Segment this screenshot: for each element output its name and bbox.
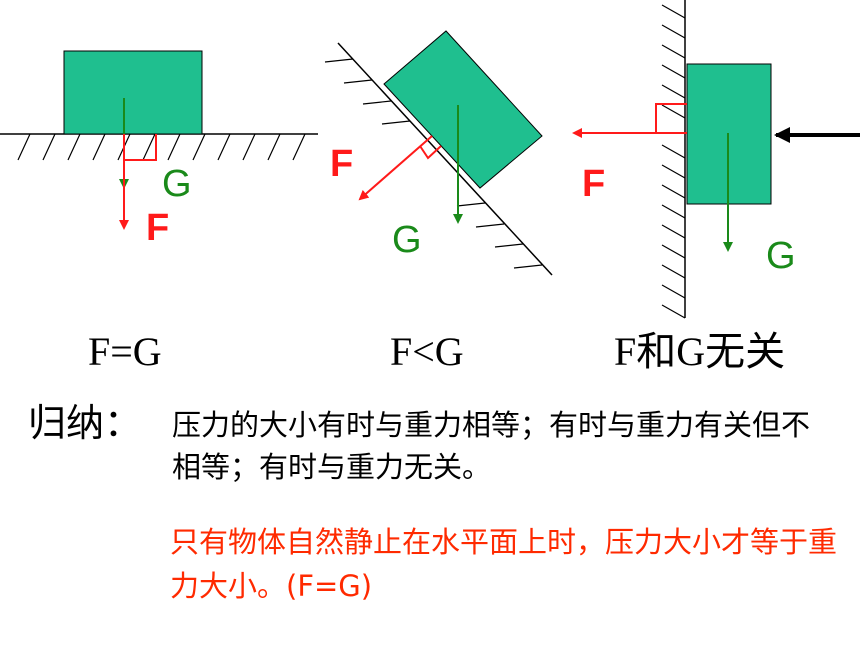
caption-case-1: F=G	[88, 329, 162, 374]
pressure-arrow	[358, 135, 433, 201]
case-wall: F G	[572, 0, 860, 319]
gravity-label: G	[392, 219, 422, 261]
block	[383, 30, 543, 189]
wall-hatching	[661, 4, 686, 319]
force-label: F	[582, 163, 605, 205]
summary-label: 归纳：	[28, 401, 143, 445]
incline-hatching	[324, 58, 543, 269]
caption-case-2: F<G	[390, 329, 464, 374]
force-label: F	[330, 143, 353, 185]
incline-line	[337, 42, 553, 276]
gravity-label: G	[766, 235, 796, 277]
right-angle-mark	[419, 145, 442, 160]
force-label: F	[146, 207, 169, 249]
right-angle-mark	[655, 103, 687, 133]
gravity-label: G	[162, 163, 192, 205]
ground-hatching	[17, 133, 306, 161]
caption-case-3: F和G无关	[614, 329, 786, 374]
block	[63, 50, 203, 135]
summary-text: 压力的大小有时与重力相等；有时与重力有关但不相等；有时与重力无关。	[172, 408, 811, 484]
force-diagram: G F F G	[0, 0, 860, 319]
case-incline: F G	[324, 30, 553, 276]
conclusion-text: 只有物体自然静止在水平面上时，压力大小才等于重力大小。(F=G)	[170, 525, 838, 603]
case-horizontal: G F	[0, 50, 318, 249]
right-angle-mark	[124, 134, 157, 161]
